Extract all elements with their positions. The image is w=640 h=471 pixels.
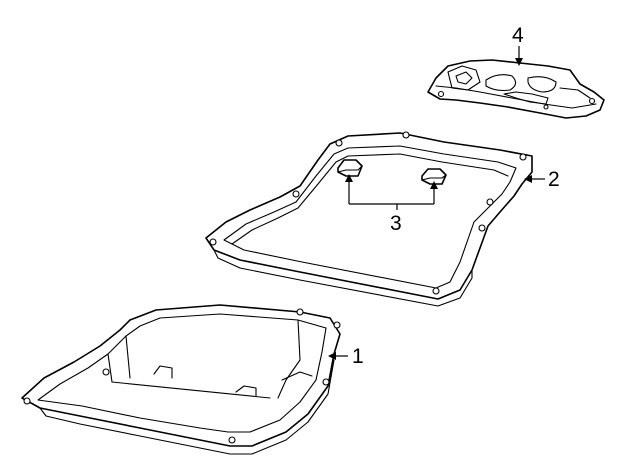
callout-2: 2 [524, 168, 560, 191]
callout-3-label: 3 [390, 212, 402, 235]
oil-pan-part[interactable] [21, 304, 341, 455]
gasket-part[interactable] [205, 131, 533, 307]
callout-1: 1 [328, 345, 364, 368]
callout-3: 3 [345, 174, 438, 235]
filter-part[interactable] [427, 59, 605, 119]
callout-4-label: 4 [512, 24, 524, 47]
magnet-left[interactable] [337, 159, 363, 177]
magnet-right[interactable] [421, 168, 447, 185]
callout-1-label: 1 [352, 345, 364, 368]
callout-4: 4 [512, 24, 524, 66]
callout-2-label: 2 [548, 168, 560, 191]
